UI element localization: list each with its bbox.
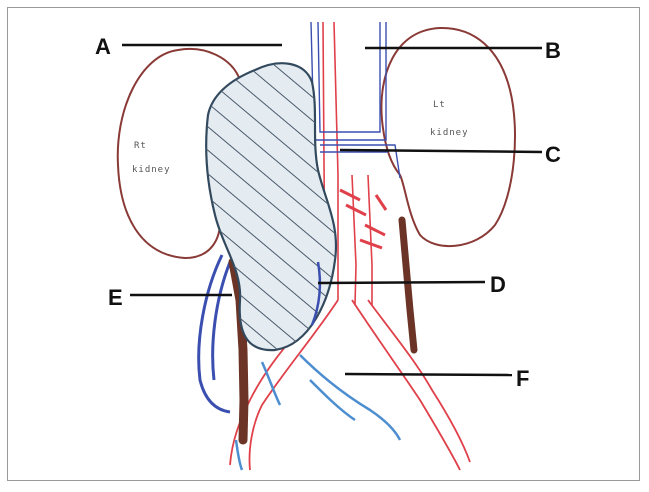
- right-kidney-label-line1: Rt: [134, 141, 147, 151]
- callout-c: C: [545, 142, 561, 167]
- right-gonadal-vein: [199, 255, 230, 412]
- callout-f: F: [516, 366, 529, 391]
- callout-b: B: [545, 38, 561, 63]
- left-ureter: [402, 220, 414, 350]
- callout-e: E: [108, 285, 123, 310]
- renal-artery: [340, 190, 386, 248]
- left-kidney-label-line2: kidney: [430, 128, 469, 138]
- left-kidney-label-line1: Lt: [433, 100, 446, 110]
- vena-cava: [311, 22, 386, 140]
- iliac-veins: [236, 355, 400, 470]
- leader-d: [318, 282, 485, 283]
- right-kidney-label-line2: kidney: [132, 165, 171, 175]
- leader-f: [345, 374, 512, 375]
- callout-d: D: [490, 272, 506, 297]
- callout-a: A: [95, 34, 111, 59]
